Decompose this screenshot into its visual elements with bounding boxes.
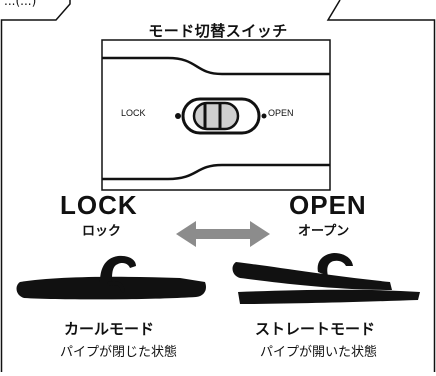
straight-mode-title: ストレートモード: [255, 320, 376, 338]
curl-pipe-shape: [16, 276, 206, 300]
slider-knob: [192, 101, 240, 131]
switch-open-label: OPEN: [268, 108, 294, 118]
open-kana: オープン: [298, 224, 350, 239]
switch-lock-label: LOCK: [121, 108, 146, 118]
lock-kana: ロック: [82, 224, 122, 239]
straight-lower-bar: [238, 289, 420, 304]
lock-indicator-dot: [175, 113, 181, 119]
switch-title: モード切替スイッチ: [148, 22, 288, 40]
straight-hook-shape: [317, 253, 353, 276]
straight-upper-bar: [232, 262, 392, 290]
switch-body-bottom-line: [102, 163, 330, 181]
lock-heading: LOCK: [60, 190, 138, 220]
header-tab-text: ...(...): [4, 0, 37, 8]
switch-body-top-line: [102, 56, 330, 76]
double-arrow: [176, 221, 270, 247]
curl-mode-description: パイプが閉じた状態: [60, 345, 178, 360]
curl-hook-shape: [100, 255, 136, 282]
curl-ring: [107, 281, 125, 293]
open-indicator-dot: [261, 113, 267, 119]
curl-mode-title: カールモード: [64, 320, 155, 338]
straight-mode-description: パイプが開いた状態: [260, 345, 378, 360]
open-heading: OPEN: [289, 190, 367, 220]
